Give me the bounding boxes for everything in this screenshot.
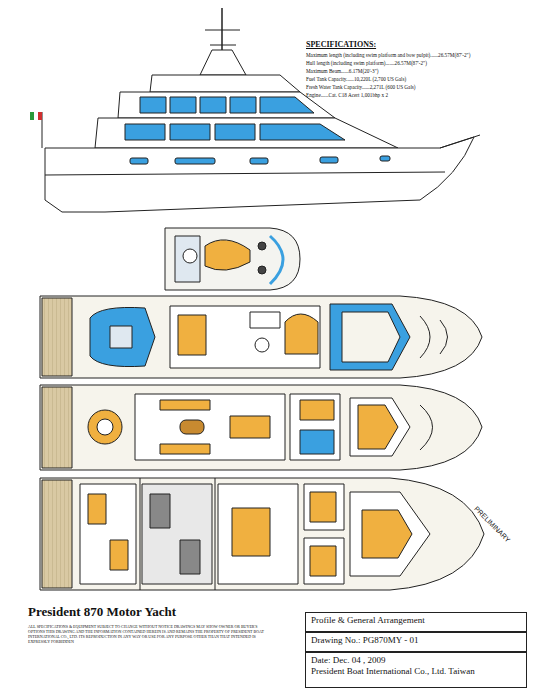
- spec-heading: SPECIFICATIONS:: [306, 40, 376, 50]
- title-block-row: Drawing No.: PG870MY - 01: [305, 632, 527, 652]
- title-block-text: President Boat International Co., Ltd. T…: [311, 666, 521, 677]
- title-block-row: Date: Dec. 04 , 2009President Boat Inter…: [305, 652, 527, 688]
- spec-line: Hull length (including swim platform)...…: [306, 60, 427, 67]
- title-block-text: Date: Dec. 04 , 2009: [311, 655, 521, 666]
- title-block-text: Drawing No.: PG870MY - 01: [311, 635, 521, 646]
- spec-line: Maximum length (including swim platform …: [306, 52, 470, 59]
- spec-line: Engine......Cat. C18 Acert 1,001bhp x 2: [306, 92, 388, 99]
- spec-line: Fuel Tank Capacity......10,220L (2,700 U…: [306, 76, 406, 83]
- disclaimer-note: ALL SPECIFICATIONS & EQUIPMENT SUBJECT T…: [28, 624, 268, 644]
- spec-line: Fresh Water Tank Capacity......2,271L (6…: [306, 84, 416, 91]
- drawing-title: President 870 Motor Yacht: [28, 604, 176, 620]
- spec-line: Maximum Beam......6.17M(20'-3"): [306, 68, 379, 75]
- title-block-text: Profile & General Arrangement: [311, 615, 521, 626]
- title-block-row: Profile & General Arrangement: [305, 612, 527, 632]
